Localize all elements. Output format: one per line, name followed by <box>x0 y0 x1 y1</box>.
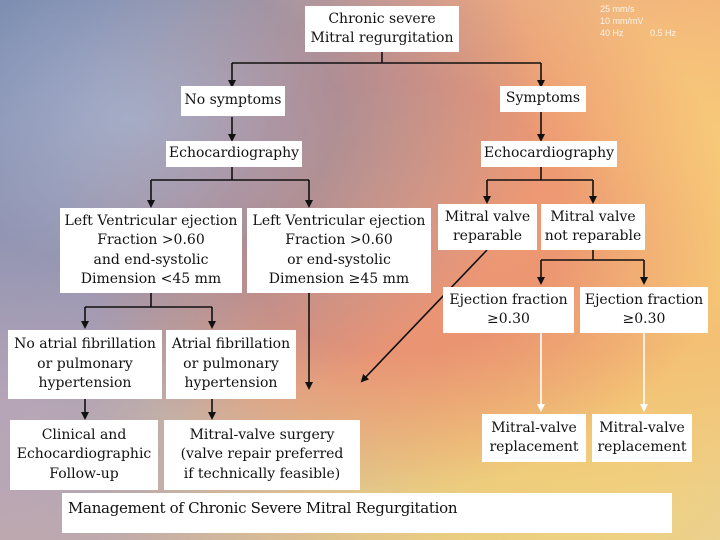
echocardiography-left-node: Echocardiography <box>166 141 302 167</box>
monitor-readout-2: 10 mm/mV <box>600 16 644 26</box>
symptoms-node: Symptoms <box>500 86 586 112</box>
monitor-readout-3: 40 Hz <box>600 28 624 38</box>
lv-abnormal-node: Left Ventricular ejection Fraction >0.60… <box>247 208 431 293</box>
ejection-fraction-b-node: Ejection fraction ≥0.30 <box>580 287 708 333</box>
atrial-fibrillation-node: Atrial fibrillation or pulmonary hyperte… <box>166 330 296 399</box>
mitral-valve-replacement-b-node: Mitral-valve replacement <box>592 414 692 462</box>
mitral-valve-replacement-a-node: Mitral-valve replacement <box>482 414 586 462</box>
no-atrial-fibrillation-node: No atrial fibrillation or pulmonary hype… <box>8 330 162 399</box>
figure-caption: Management of Chronic Severe Mitral Regu… <box>62 493 672 533</box>
root-node: Chronic severe Mitral regurgitation <box>305 6 459 52</box>
mv-not-reparable-node: Mitral valve not reparable <box>541 204 645 250</box>
ejection-fraction-a-node: Ejection fraction ≥0.30 <box>443 287 574 333</box>
mv-reparable-node: Mitral valve reparable <box>438 204 537 250</box>
monitor-readout-4: 0.5 Hz <box>650 28 677 38</box>
mitral-valve-surgery-node: Mitral-valve surgery (valve repair prefe… <box>164 420 360 490</box>
follow-up-node: Clinical and Echocardiographic Follow-up <box>10 420 158 490</box>
no-symptoms-node: No symptoms <box>181 86 285 116</box>
monitor-readout-1: 25 mm/s <box>600 4 635 14</box>
lv-normal-node: Left Ventricular ejection Fraction >0.60… <box>60 208 242 293</box>
echocardiography-right-node: Echocardiography <box>481 141 617 167</box>
